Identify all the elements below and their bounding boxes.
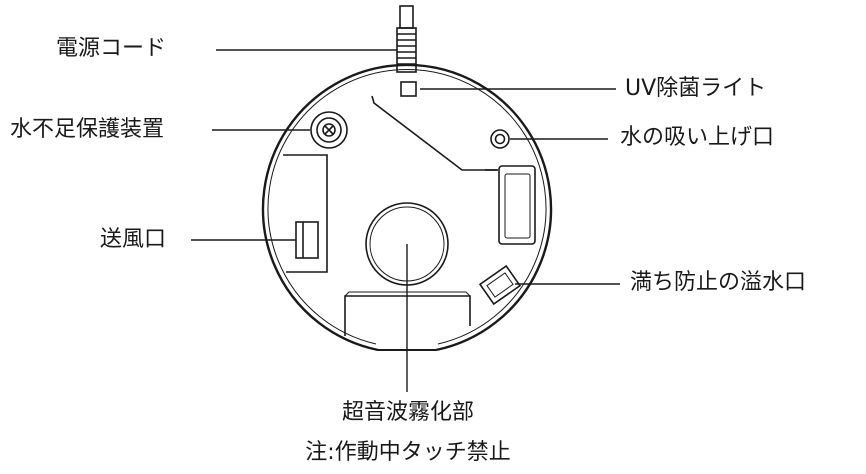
label-water-intake: 水の吸い上げ口 <box>620 125 775 150</box>
air-outlet-slot <box>295 221 319 259</box>
label-ultrasonic-atomizer: 超音波霧化部 <box>341 400 475 425</box>
left-vent-panel <box>283 154 328 273</box>
overflow-outlet-illustration <box>478 264 522 306</box>
label-overflow-outlet: 満ち防止の溢水口 <box>630 270 807 295</box>
water-sensor-illustration <box>310 111 348 149</box>
right-side-slot <box>498 165 536 245</box>
label-water-shortage-protection: 水不足保護装置 <box>10 117 165 142</box>
label-caution: 注:作動中タッチ禁止 <box>305 440 511 465</box>
label-power-cord: 電源コード <box>56 36 167 61</box>
label-uv-light: UV除菌ライト <box>625 76 767 101</box>
water-intake-illustration <box>490 129 510 149</box>
internal-channel <box>371 95 497 171</box>
uv-light-window <box>400 81 417 97</box>
leader-lines <box>191 49 620 392</box>
power-cord-illustration <box>396 5 417 73</box>
label-air-outlet: 送風口 <box>100 227 167 252</box>
